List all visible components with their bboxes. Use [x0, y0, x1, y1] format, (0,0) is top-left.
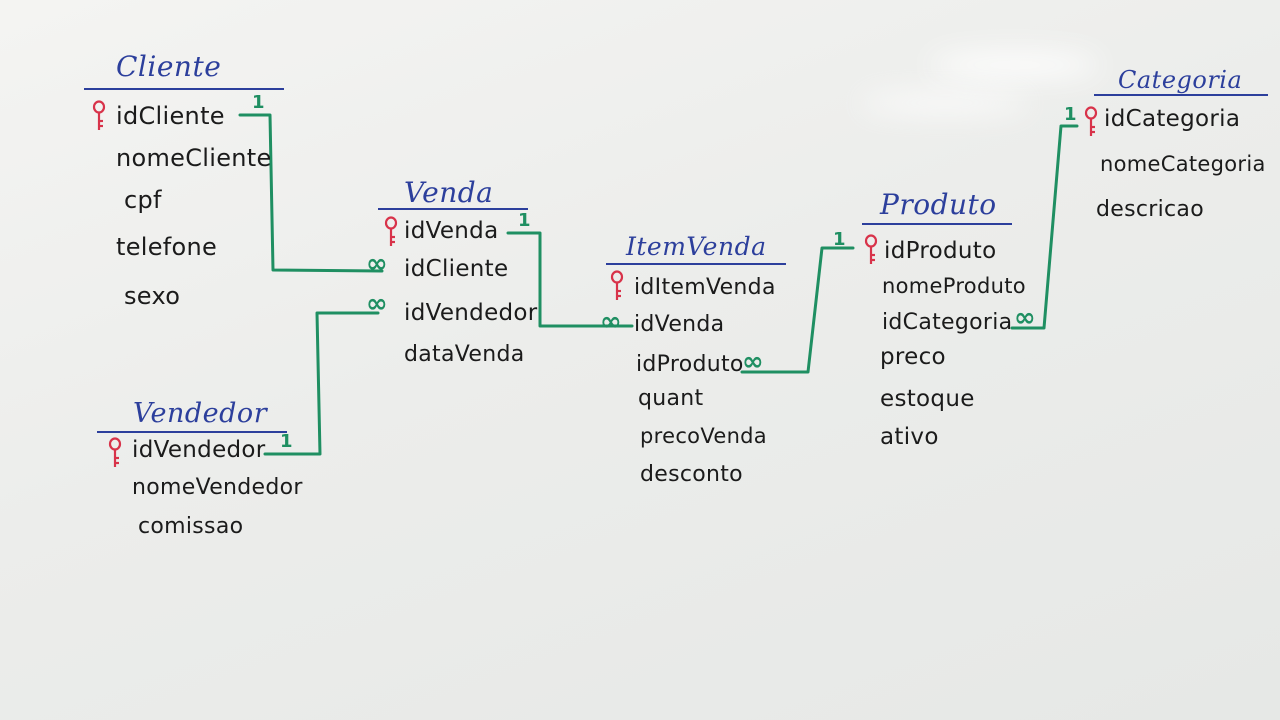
primary-key-icon: [108, 437, 122, 467]
cardinality-many: ∞: [600, 307, 622, 337]
primary-key-icon: [610, 270, 624, 300]
field-datavenda: dataVenda: [404, 342, 525, 367]
cardinality-many: ∞: [366, 289, 388, 319]
table-title-underline: [97, 431, 287, 433]
field-idvendedor-fk: idVendedor: [404, 300, 538, 326]
cardinality-many: ∞: [742, 347, 764, 377]
field-idcategoria-fk: idCategoria: [882, 310, 1013, 335]
field-idproduto: idProduto: [884, 238, 997, 264]
field-nomecliente: nomeCliente: [116, 144, 272, 172]
field-idvenda-fk: idVenda: [634, 312, 725, 337]
table-title: ItemVenda: [626, 232, 767, 261]
table-title: Vendedor: [133, 398, 268, 429]
field-descricao: descricao: [1096, 197, 1204, 222]
table-title-underline: [606, 263, 786, 265]
relation-venda-itemvenda: [506, 231, 634, 328]
cardinality-one: 1: [1064, 104, 1077, 125]
field-nomecategoria: nomeCategoria: [1100, 152, 1266, 176]
field-telefone: telefone: [116, 233, 218, 261]
field-idcategoria: idCategoria: [1104, 106, 1241, 132]
primary-key-icon: [384, 216, 398, 246]
field-comissao: comissao: [138, 514, 244, 539]
field-iditemvenda: idItemVenda: [634, 275, 776, 300]
field-idvenda: idVenda: [404, 218, 499, 244]
table-title-underline: [84, 88, 284, 90]
board-glare: [930, 52, 1100, 78]
field-desconto: desconto: [640, 462, 743, 487]
field-estoque: estoque: [880, 386, 975, 412]
relation-cliente-venda: [238, 113, 384, 273]
field-idcliente-fk: idCliente: [404, 256, 509, 282]
table-title-underline: [862, 223, 1012, 225]
field-quant: quant: [638, 386, 704, 411]
field-idproduto-fk: idProduto: [636, 352, 744, 377]
field-preco: preco: [880, 344, 946, 370]
relation-produto-itemvenda: [740, 246, 855, 374]
board-glare: [860, 92, 1030, 114]
cardinality-many: ∞: [366, 249, 388, 279]
cardinality-one: 1: [252, 92, 265, 113]
primary-key-icon: [1084, 106, 1098, 136]
relation-vendedor-venda: [263, 311, 380, 456]
table-title-underline: [1094, 94, 1268, 96]
primary-key-icon: [864, 234, 878, 264]
field-ativo: ativo: [880, 424, 939, 450]
field-nomevendedor: nomeVendedor: [132, 475, 303, 500]
cardinality-many: ∞: [1014, 303, 1036, 333]
primary-key-icon: [92, 100, 106, 130]
table-title: Categoria: [1118, 66, 1243, 94]
table-title: Cliente: [116, 50, 222, 83]
field-idvendedor: idVendedor: [132, 437, 266, 463]
cardinality-one: 1: [833, 229, 846, 250]
field-sexo: sexo: [124, 282, 181, 310]
table-title: Venda: [404, 176, 494, 209]
field-cpf: cpf: [124, 186, 162, 214]
relation-categoria-produto: [1010, 124, 1079, 330]
cardinality-one: 1: [518, 210, 531, 231]
table-title: Produto: [880, 188, 997, 221]
field-idcliente: idCliente: [116, 102, 225, 130]
cardinality-one: 1: [280, 431, 293, 452]
field-precovenda: precoVenda: [640, 424, 767, 448]
table-title-underline: [378, 208, 528, 210]
field-nomeproduto: nomeProduto: [882, 274, 1026, 298]
